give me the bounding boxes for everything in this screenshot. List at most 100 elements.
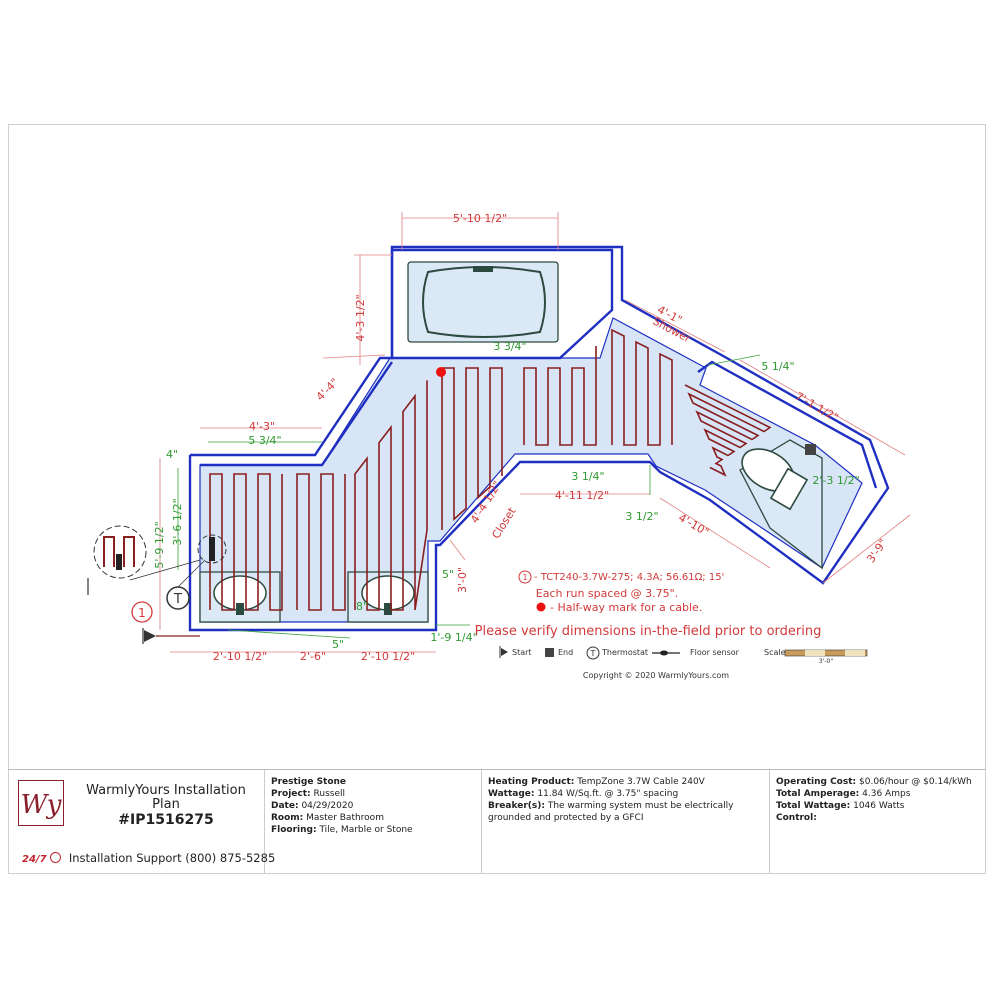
- note-verify: Please verify dimensions in-the-field pr…: [475, 624, 822, 639]
- title-block: Wy WarmlyYours Installation Plan #IP1516…: [8, 769, 986, 874]
- heating-product: TempZone 3.7W Cable 240V: [577, 777, 705, 787]
- tub-faucet-icon: [473, 266, 493, 272]
- bathtub-basin: [422, 266, 546, 338]
- legend-end-icon: [545, 648, 554, 657]
- dim-left-height: 5'-9 1/2": [153, 521, 166, 568]
- breaker-line1: The warming system must be electrically: [547, 801, 734, 811]
- total-wattage: 1046 Watts: [853, 801, 905, 811]
- dim-closet-height: 3'-0": [456, 567, 469, 593]
- note-halfway-icon: [536, 602, 546, 612]
- cable-run-angled: [684, 384, 772, 477]
- cable-run: [354, 380, 428, 611]
- note-cable-number: 1: [522, 573, 527, 582]
- breaker-line2: grounded and protected by a GFCI: [488, 813, 644, 823]
- legend-thermostat-icon: [586, 646, 600, 660]
- bathtub: [407, 261, 559, 343]
- wattage: 11.84 W/Sq.ft. @ 3.75" spacing: [537, 789, 679, 799]
- support-clock-icon: [50, 852, 62, 863]
- toilet-tank: [769, 467, 809, 511]
- legend-thermostat-letter: T: [590, 649, 596, 658]
- dim-mid-width: 4'-11 1/2": [555, 489, 609, 502]
- total-amperage: 4.36 Amps: [862, 789, 911, 799]
- company-name: Prestige Stone: [271, 777, 347, 787]
- floor-sensor-icon: [116, 554, 122, 570]
- legend-end: End: [558, 648, 573, 657]
- sink-left-faucet-icon: [236, 603, 244, 615]
- installation-support: 24/7 Installation Support (800) 875-5285: [22, 852, 275, 866]
- title-block-project: Prestige Stone Project: Russell Date: 04…: [265, 770, 482, 874]
- cable-run: [296, 473, 346, 611]
- dim-tub-width: 5'-10 1/2": [453, 212, 507, 225]
- dim-bottom-3: 2'-10 1/2": [361, 650, 415, 663]
- dim-tub-gap: 3 3/4": [493, 340, 526, 353]
- floor-sensor-detail: [93, 525, 147, 579]
- project-date: 04/29/2020: [301, 801, 354, 811]
- heating-cable: [209, 328, 772, 611]
- room-name: Master Bathroom: [306, 813, 384, 823]
- title-block-brand: Wy WarmlyYours Installation Plan #IP1516…: [8, 770, 275, 874]
- dim-left-top: 4'-3": [249, 420, 275, 433]
- cable-run: [611, 328, 673, 446]
- scale-value: 3'-0": [819, 658, 833, 665]
- dim-bottom-5in: 5": [332, 638, 344, 651]
- title-block-costs: Operating Cost: $0.06/hour @ $0.14/kWh T…: [776, 777, 972, 823]
- halfway-mark-icon: [436, 367, 446, 377]
- shower-inner-wall: [697, 360, 878, 489]
- dim-left-4in: 4": [166, 448, 178, 461]
- dim-left-inner: 5 3/4": [248, 434, 281, 447]
- plan-id: #IP1516275: [118, 812, 214, 828]
- note-halfway: - Half-way mark for a cable.: [550, 601, 702, 614]
- dim-bottom-right: 1'-9 1/4": [430, 631, 477, 644]
- legend-floor-sensor: Floor sensor: [690, 648, 740, 657]
- cable-run: [441, 367, 503, 530]
- support-247-icon: 24/7: [22, 854, 47, 865]
- floor-plan-drawing: 5'-10 1/2" 4'-3 1/2" 3 3/4" 4'-4" 4'-3" …: [87, 212, 911, 680]
- cable-run: [209, 473, 283, 611]
- support-phone: Installation Support (800) 875-5285: [68, 851, 276, 865]
- copyright: Copyright © 2020 WarmlyYours.com: [583, 671, 729, 680]
- dim-bottom-2: 2'-6": [300, 650, 326, 663]
- dim-left-inner-height: 3'-6 1/2": [171, 498, 184, 545]
- label-closet: Closet: [489, 505, 519, 542]
- dim-mid-inner2: 3 1/2": [625, 510, 658, 523]
- legend-start-icon: [501, 648, 508, 656]
- dim-diag-upper: 4'-4": [314, 376, 342, 404]
- sensor-cable-detail: [103, 536, 135, 567]
- svg-text:Wy: Wy: [21, 790, 62, 820]
- scale-bar: [784, 649, 868, 657]
- plan-title: WarmlyYours Installation Plan: [86, 783, 246, 812]
- note-cable-spec: - TCT240-3.7W-275; 4.3A; 56.61Ω; 15': [534, 572, 724, 583]
- dim-mid-inner: 3 1/4": [571, 470, 604, 483]
- operating-cost: $0.06/hour @ $0.14/kWh: [859, 777, 972, 787]
- dim-tub-depth: 4'-3 1/2": [354, 294, 367, 341]
- dim-vanity-8in: 8": [356, 600, 368, 613]
- dimension-lines: [159, 212, 911, 653]
- project-name: Russell: [313, 789, 346, 799]
- cable-start-icon: [144, 630, 156, 642]
- sensor-location-detail: [197, 534, 227, 564]
- circuit-marker: [131, 601, 153, 623]
- dim-bottom-1: 2'-10 1/2": [213, 650, 267, 663]
- legend-scale: Scale: [764, 648, 786, 657]
- title-block-heating: Heating Product: TempZone 3.7W Cable 240…: [482, 770, 770, 874]
- outer-wall: [188, 245, 890, 632]
- legend-start: Start: [512, 648, 532, 657]
- cable-end-icon: [805, 444, 816, 455]
- dim-right-lower: 4'-10": [676, 511, 711, 539]
- legend-thermostat: Thermostat: [601, 648, 648, 657]
- dim-closet-5in: 5": [442, 568, 454, 581]
- warmlyyours-logo: Wy: [18, 780, 64, 826]
- floor-sensor-icon-2: [209, 537, 215, 561]
- dim-right-end: 3'-9": [864, 537, 890, 566]
- dim-right-inner: 2'-3 1/2": [812, 474, 859, 487]
- flooring-type: Tile, Marble or Stone: [319, 825, 413, 835]
- circuit-number: 1: [138, 606, 146, 620]
- cable-run: [523, 346, 597, 446]
- inner-wall: [200, 361, 393, 467]
- legend: Start End T Thermostat Floor sensor Scal…: [499, 646, 868, 665]
- thermostat-letter: T: [173, 592, 182, 607]
- note-spacing: Each run spaced @ 3.75".: [536, 587, 678, 600]
- sink-right-faucet-icon: [384, 603, 392, 615]
- dim-right-top-inner: 5 1/4": [761, 360, 794, 373]
- control-label: Control:: [776, 813, 817, 823]
